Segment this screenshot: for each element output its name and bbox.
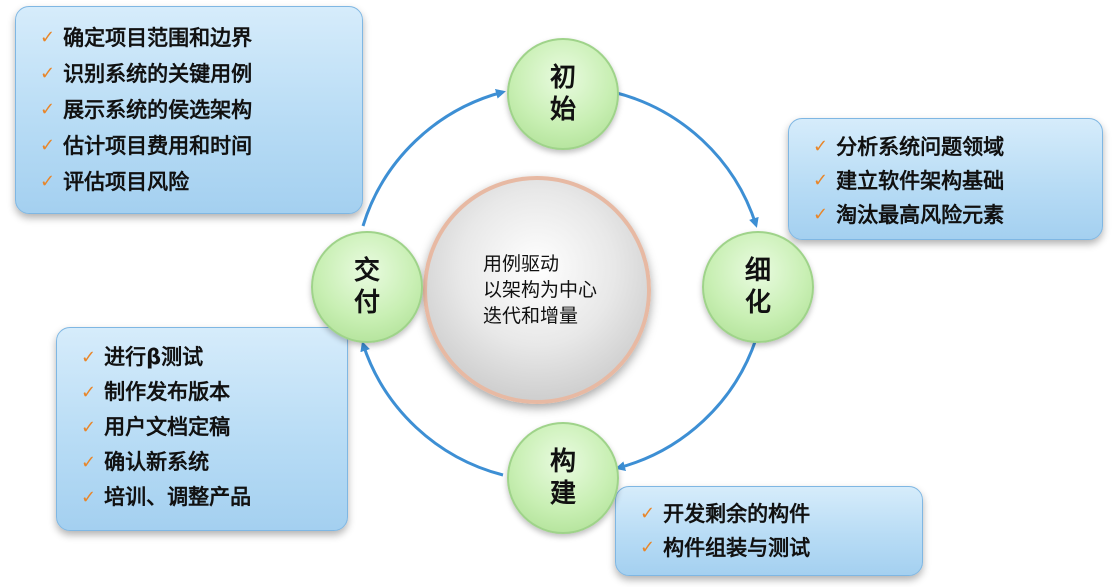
phase-construction: 构 建: [507, 422, 619, 534]
check-icon: ✓: [81, 382, 97, 403]
elaboration-tasks-box: ✓分析系统问题领域 ✓建立软件架构基础 ✓淘汰最高风险元素: [788, 118, 1103, 240]
center-line: 迭代和增量: [483, 305, 579, 327]
arrow-inception-to-elaboration: [612, 90, 759, 228]
check-icon: ✓: [640, 503, 656, 524]
phase-transition: 交 付: [311, 231, 423, 343]
check-icon: ✓: [81, 417, 97, 438]
check-icon: ✓: [813, 170, 829, 191]
center-principles-circle: 用例驱动 以架构为中心 迭代和增量: [423, 176, 651, 404]
check-icon: ✓: [81, 347, 97, 368]
list-item: ✓构件组装与测试: [640, 531, 922, 565]
list-item: ✓淘汰最高风险元素: [813, 198, 1102, 232]
check-icon: ✓: [813, 136, 829, 157]
list-item: ✓展示系统的侯选架构: [40, 92, 362, 128]
list-item: ✓分析系统问题领域: [813, 130, 1102, 164]
list-item: ✓评估项目风险: [40, 164, 362, 200]
list-item: ✓确定项目范围和边界: [40, 20, 362, 56]
list-item: ✓开发剩余的构件: [640, 497, 922, 531]
list-item: ✓建立软件架构基础: [813, 164, 1102, 198]
list-item: ✓培训、调整产品: [81, 480, 347, 515]
construction-tasks-box: ✓开发剩余的构件 ✓构件组装与测试: [615, 486, 923, 576]
list-item: ✓用户文档定稿: [81, 410, 347, 445]
check-icon: ✓: [81, 452, 97, 473]
check-icon: ✓: [813, 204, 829, 225]
phase-elaboration: 细 化: [702, 231, 814, 343]
check-icon: ✓: [40, 63, 56, 84]
check-icon: ✓: [40, 99, 56, 120]
transition-tasks-box: ✓进行β测试 ✓制作发布版本 ✓用户文档定稿 ✓确认新系统 ✓培训、调整产品: [56, 327, 348, 531]
list-item: ✓进行β测试: [81, 340, 347, 375]
check-icon: ✓: [40, 27, 56, 48]
arrow-transition-to-inception: [361, 88, 506, 227]
check-icon: ✓: [40, 135, 56, 156]
check-icon: ✓: [40, 171, 56, 192]
phase-inception: 初 始: [507, 38, 619, 150]
list-item: ✓估计项目费用和时间: [40, 128, 362, 164]
arrow-elaboration-to-construction: [615, 338, 758, 472]
arrow-construction-to-transition: [360, 341, 504, 477]
inception-tasks-box: ✓确定项目范围和边界 ✓识别系统的关键用例 ✓展示系统的侯选架构 ✓估计项目费用…: [15, 6, 363, 214]
check-icon: ✓: [81, 487, 97, 508]
list-item: ✓识别系统的关键用例: [40, 56, 362, 92]
check-icon: ✓: [640, 537, 656, 558]
list-item: ✓制作发布版本: [81, 375, 347, 410]
center-line: 用例驱动: [483, 253, 560, 275]
center-line: 以架构为中心: [483, 279, 598, 301]
list-item: ✓确认新系统: [81, 445, 347, 480]
